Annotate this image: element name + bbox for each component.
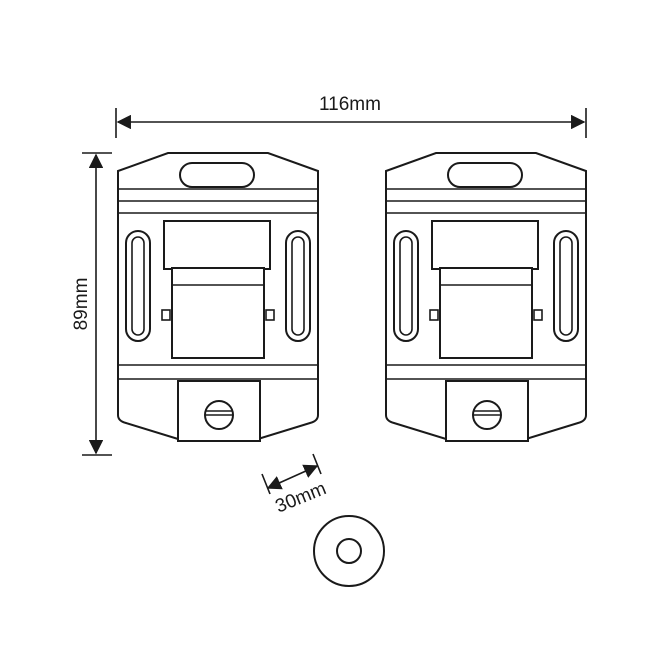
- width-dimension: 116mm: [115, 94, 587, 138]
- height-label: 89mm: [71, 278, 92, 331]
- washer: [313, 515, 385, 587]
- strap-buckle-left: [117, 152, 319, 442]
- strap-buckle-right: [385, 152, 587, 442]
- strap-dimension: 30mm: [261, 453, 330, 518]
- width-label: 116mm: [319, 94, 381, 115]
- height-dimension: 89mm: [71, 152, 112, 456]
- strap-label: 30mm: [273, 478, 330, 517]
